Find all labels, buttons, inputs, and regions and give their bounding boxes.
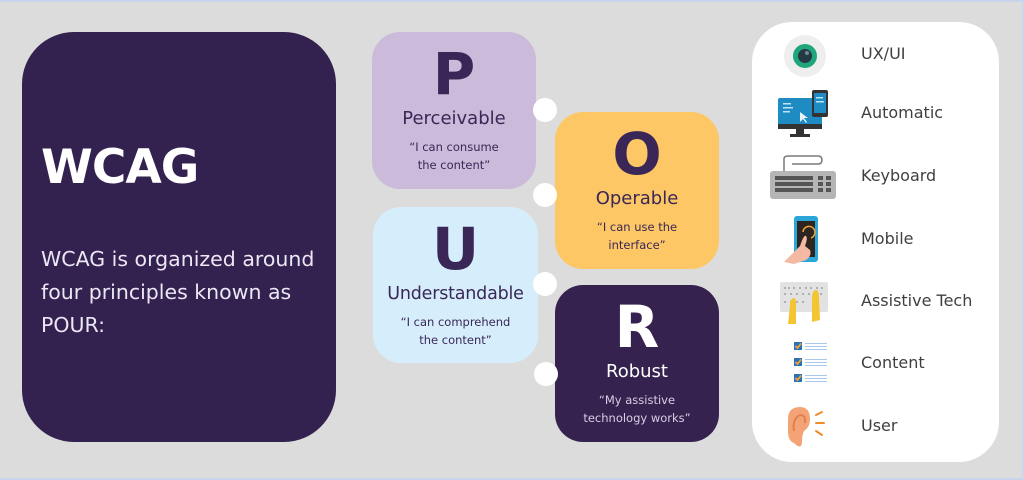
- testing-methods-panel: UX/UI Automatic: [752, 22, 999, 462]
- tool-row-content: Content: [752, 334, 999, 394]
- tool-row-keyboard: Keyboard: [752, 147, 999, 207]
- connector-dot: [533, 183, 557, 207]
- principle-quote: “I can use the interface”: [596, 220, 678, 252]
- ear-icon: [788, 407, 825, 447]
- principle-name: Perceivable: [402, 108, 506, 129]
- tool-label: Content: [861, 353, 925, 372]
- keyboard-icon: [770, 155, 836, 199]
- touch-phone-icon: [784, 216, 818, 264]
- principle-name: Understandable: [387, 284, 524, 304]
- tool-label: Automatic: [861, 103, 944, 122]
- tool-label: UX/UI: [861, 44, 906, 63]
- tool-row-mobile: Mobile: [752, 210, 999, 270]
- principle-quote: “My assistive technology works”: [583, 393, 691, 425]
- tool-row-ux-ui: UX/UI: [752, 22, 999, 82]
- braille-hands-icon: [780, 282, 828, 324]
- principle-name: Robust: [606, 361, 668, 382]
- principle-letter: U: [431, 215, 480, 283]
- connector-dot: [534, 362, 558, 386]
- tool-label: Assistive Tech: [861, 291, 973, 310]
- principle-letter: O: [612, 120, 662, 188]
- frame-edge: [1022, 2, 1024, 480]
- checklist-icon: [794, 342, 827, 382]
- intro-description: WCAG is organized around four principles…: [41, 247, 315, 337]
- tool-row-automatic: Automatic: [752, 84, 999, 144]
- principle-letter: R: [614, 293, 660, 361]
- intro-title: WCAG: [41, 140, 199, 195]
- tool-label: Keyboard: [861, 166, 937, 185]
- tool-row-assistive-tech: Assistive Tech: [752, 272, 999, 332]
- principle-card-operable: O Operable “I can use the interface”: [555, 112, 719, 269]
- tool-label: User: [861, 416, 898, 435]
- principle-letter: P: [432, 40, 476, 108]
- principle-card-understandable: U Understandable “I can comprehend the c…: [373, 207, 538, 363]
- connector-dot: [533, 98, 557, 122]
- principle-card-robust: R Robust “My assistive technology works”: [555, 285, 719, 442]
- tool-row-user: User: [752, 397, 999, 457]
- monitor-mobile-icon: [778, 90, 828, 137]
- principle-card-perceivable: P Perceivable “I can consume the content…: [372, 32, 536, 189]
- tool-label: Mobile: [861, 229, 914, 248]
- principle-name: Operable: [595, 188, 679, 209]
- eye-icon: [784, 35, 826, 77]
- wcag-intro-card: WCAG WCAG is organized around four princ…: [22, 32, 336, 442]
- principle-quote: “I can comprehend the content”: [400, 315, 511, 347]
- connector-dot: [533, 272, 557, 296]
- principle-quote: “I can consume the content”: [409, 140, 499, 172]
